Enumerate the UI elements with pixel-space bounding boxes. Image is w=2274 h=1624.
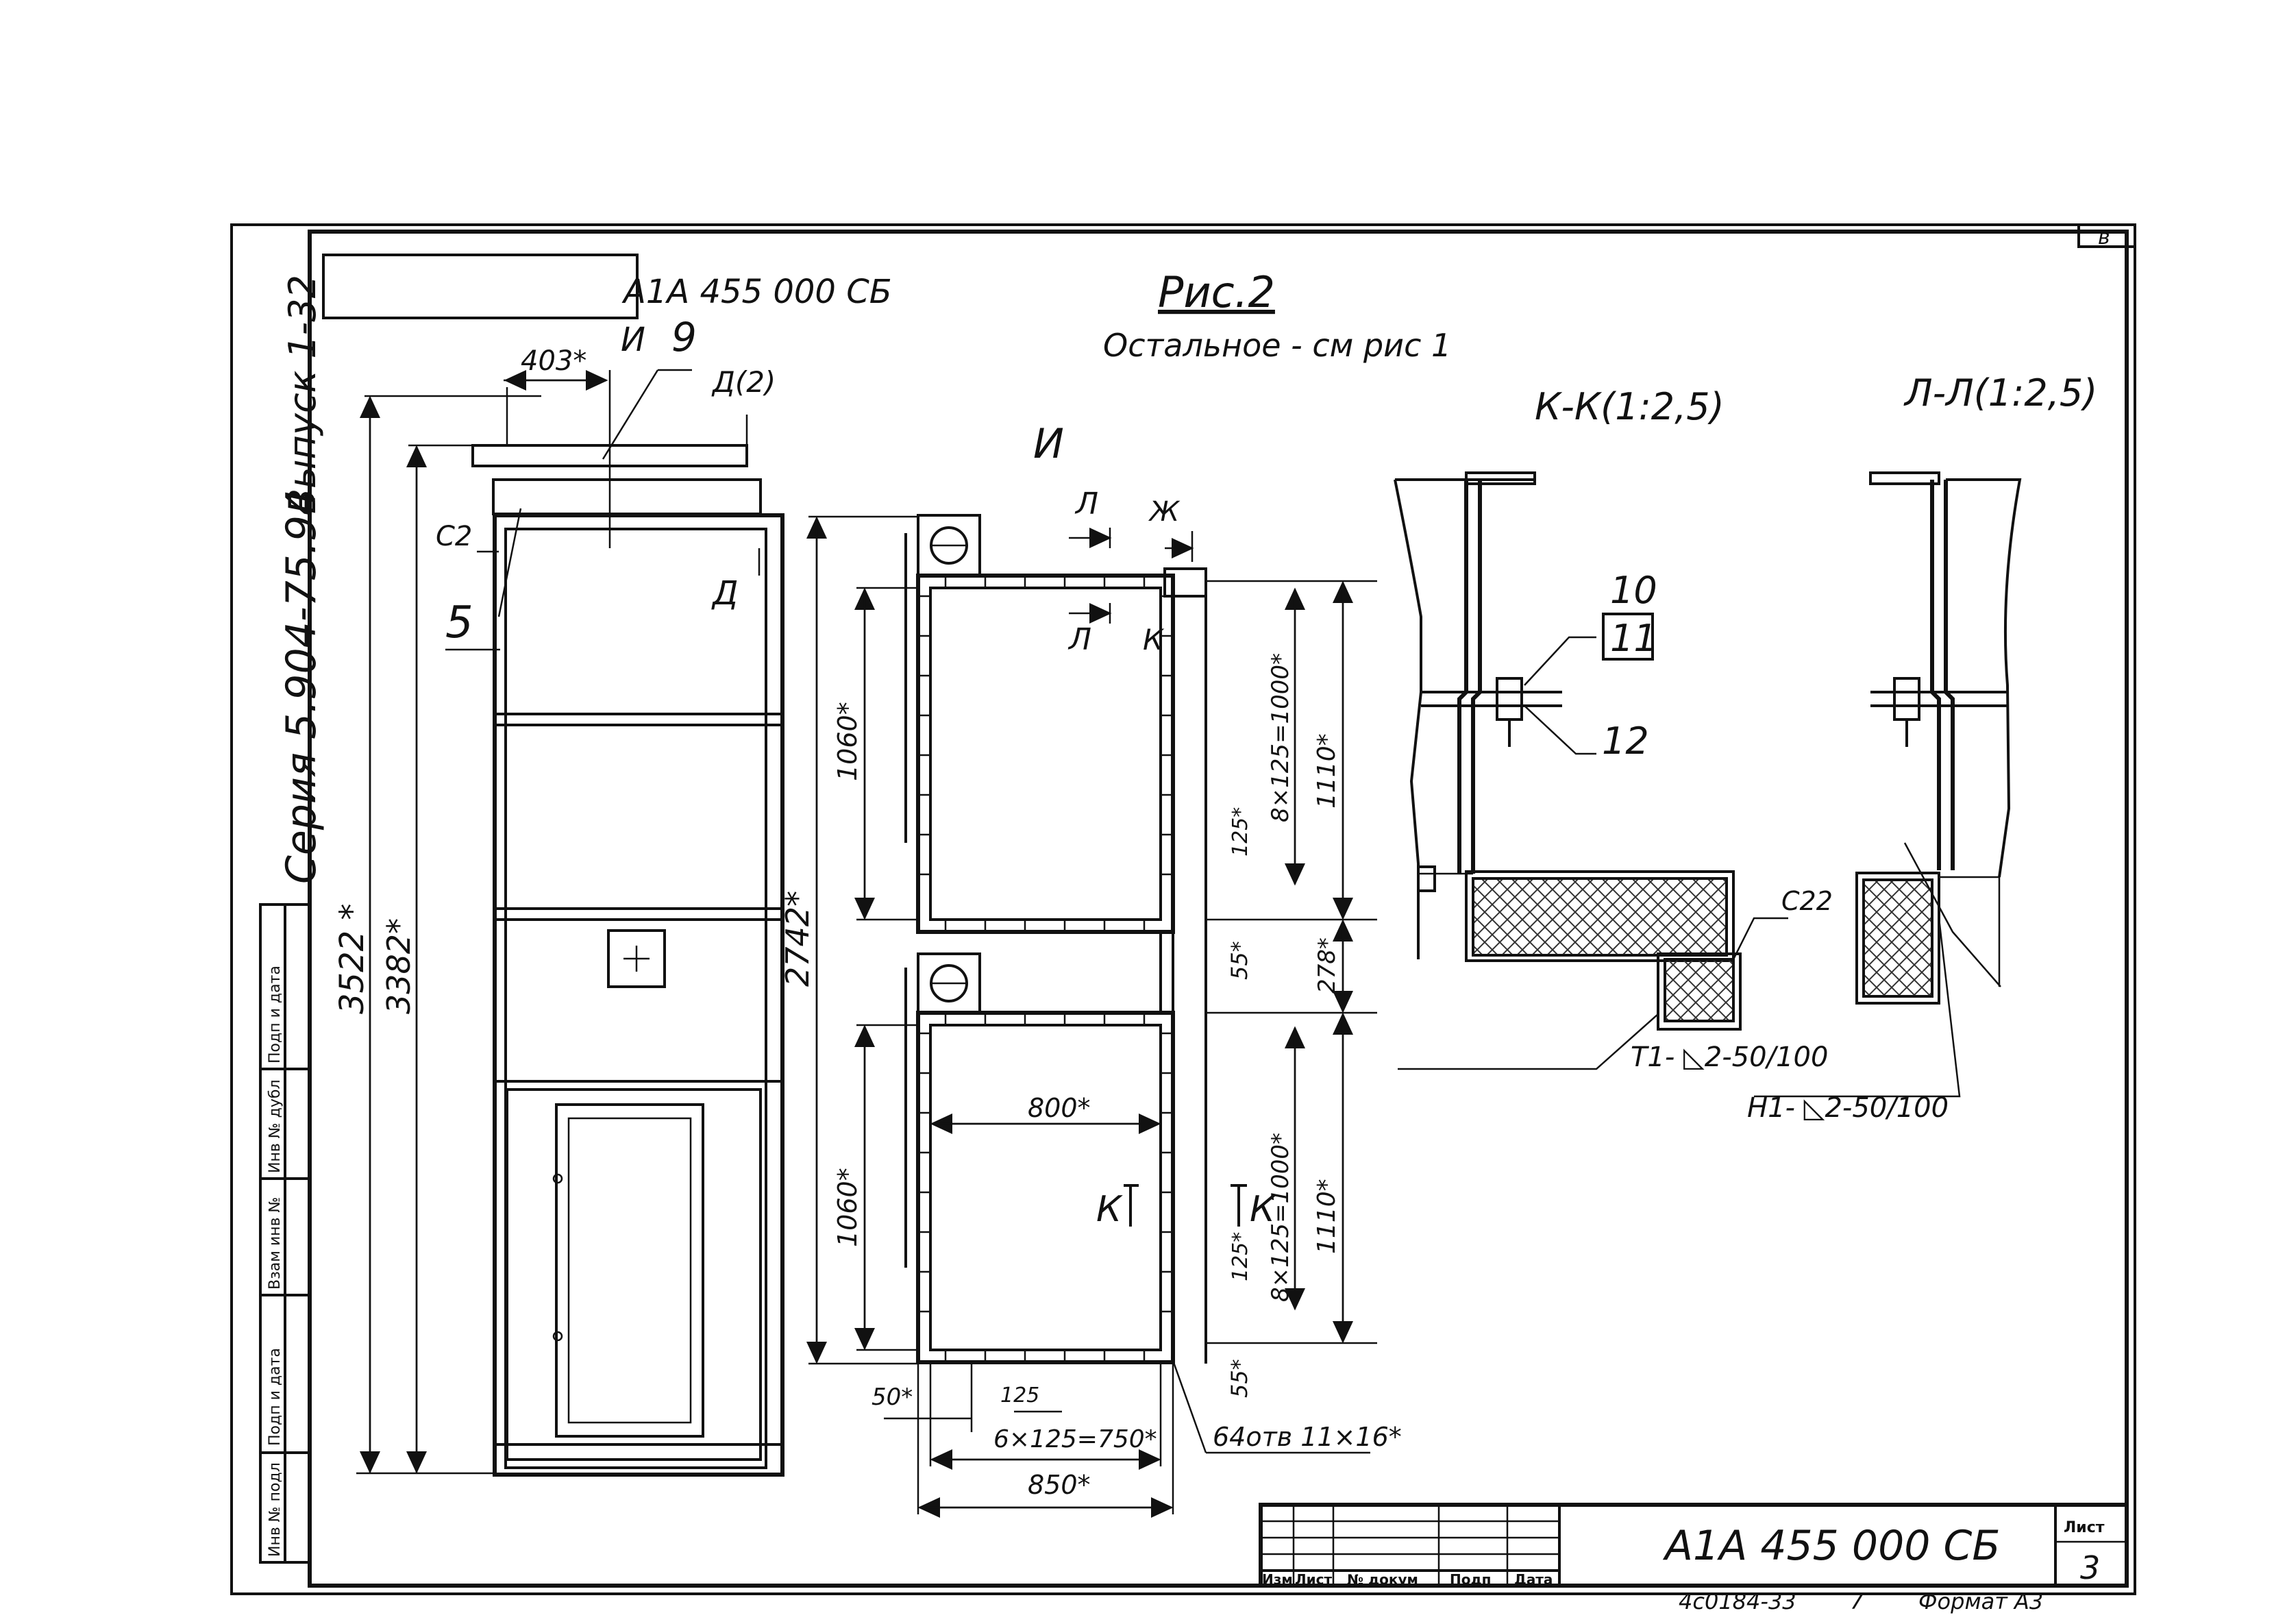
dim-278: 278* [1313,937,1341,994]
tb-sheet-label: Лист [2064,1519,2105,1536]
weld-note-h1: Н1- ◺2-50/100 [1747,1092,1949,1124]
figure-note: Остальное - см рис 1 [1103,327,1451,364]
dim-8x125-bottom: 8×125=1000* [1267,1133,1294,1302]
dim-3522: 3522 * [333,904,371,1014]
view-i-title: И [1033,420,1064,468]
dim-55-bottom: 55* [1226,1359,1252,1398]
callout-C22: С22 [1781,886,1833,916]
dim-1060-top: 1060* [832,702,863,781]
label-C2: С2 [436,521,472,552]
mirrored-code-text: А1А 455 000 СБ [621,273,892,311]
label-Zh: Ж [1148,496,1181,528]
label-D: Д [711,574,739,613]
view-i-dims [806,515,1377,1518]
tb-bottom-mid: 7 [1850,1588,1864,1614]
dim-850: 850* [1028,1470,1091,1500]
main-height-dims [356,395,541,1475]
label-D2: Д(2) [711,365,776,399]
callout-11: 11 [1610,617,1657,660]
label-K-3: К [1250,1189,1276,1230]
section-kk-title: К-К(1:2,5) [1535,385,1725,428]
tb-header-list: Лист [1295,1571,1332,1588]
stamp-field-podp-1: Подп и дата [267,1348,284,1446]
dim-403: 403* [521,345,586,377]
dim-3382: 3382* [380,918,417,1014]
weld-note-t1: Т1- ◺2-50/100 [1631,1042,1828,1073]
label-L-2: Л [1067,622,1091,657]
dim-55-top: 55* [1226,941,1252,980]
tb-code: А1А 455 000 СБ [1662,1522,2001,1570]
section-ll [1754,471,2022,1098]
stamp-field-vzam: Взам инв № [267,1197,284,1290]
side-stamp: Инв № подл Подп и дата Взам инв № Инв № … [259,903,311,1564]
tb-header-podp: Подп [1450,1571,1491,1588]
label-K-2: К [1096,1189,1123,1230]
callout-11-box [1602,613,1654,661]
dim-8x125-top: 8×125=1000* [1267,653,1294,822]
dim-50: 50* [872,1383,913,1411]
dim-1110-bottom: 1110* [1313,1179,1341,1254]
dim-1060-bottom: 1060* [832,1168,863,1247]
dim-125-bottom: 125* [1228,1232,1252,1281]
stamp-field-inv-dubl: Инв № дубл [267,1079,284,1173]
corner-mark: в [2098,225,2110,249]
dim-2742: 2742* [779,891,816,987]
callout-12: 12 [1602,719,1649,763]
label-5: 5 [445,598,473,648]
tb-bottom-left: 4с0184-33 [1679,1588,1796,1614]
dim-125-horizontal: 125 [1000,1383,1039,1407]
view-i-frame [904,514,1207,1364]
tb-header-doc: № докум [1347,1571,1418,1588]
tb-header-data: Дата [1514,1571,1553,1588]
main-elevation [445,369,784,1477]
section-kk [1394,471,1788,1070]
stamp-field-podp-2: Подп и дата [267,965,284,1063]
label-9: 9 [671,314,697,360]
mirrored-code-box: А1А 455 000 СБ [322,254,892,319]
section-ll-title: Л-Л(1:2,5) [1903,371,2097,415]
dim-1110-top: 1110* [1313,733,1341,809]
stamp-field-inv-podl: Инв № подл [267,1462,284,1557]
holes-note: 64отв 11×16* [1213,1422,1402,1452]
tb-format: Формат А3 [1918,1588,2043,1614]
label-K-1: К [1143,623,1165,656]
label-L-1: Л [1074,487,1098,521]
label-I-main: И [621,321,645,359]
hole-ticks [919,576,1172,1362]
issue-text: Выпуск 1-32 [281,275,324,514]
tb-header-izm: Изм [1262,1571,1293,1588]
dim-6x125: 6×125=750* [993,1425,1157,1453]
figure-title: Рис.2 [1158,267,1275,317]
series-text: Серия 5.904-75.94 [277,489,325,884]
tb-sheet-number: 3 [2080,1549,2100,1586]
dim-125-top: 125* [1228,807,1252,857]
callout-10: 10 [1610,569,1657,612]
dim-800: 800* [1028,1093,1091,1123]
title-block [1259,1503,2129,1595]
